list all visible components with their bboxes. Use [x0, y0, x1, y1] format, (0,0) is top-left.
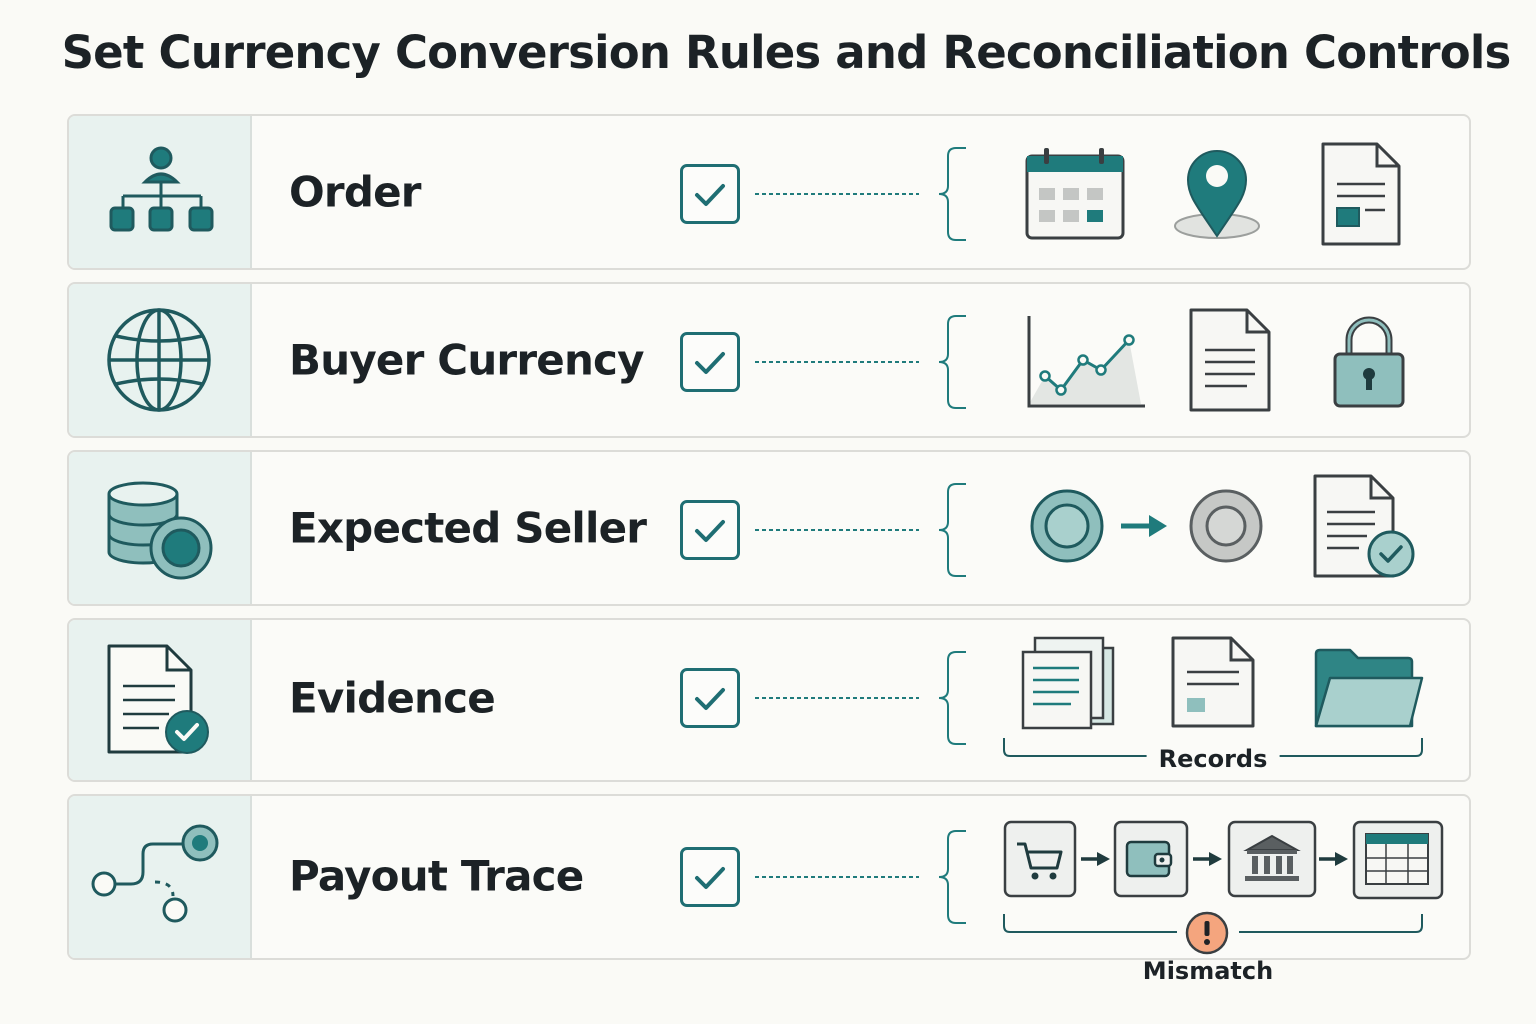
checkmark-icon: [695, 688, 725, 710]
row-icon-panel: [69, 452, 252, 604]
row-label: Expected Seller: [289, 503, 647, 553]
arrow-right-icon: [1319, 852, 1348, 866]
checkmark-icon: [695, 520, 725, 542]
arrow-right-icon: [1193, 852, 1222, 866]
database-coin-icon: [107, 481, 213, 580]
page-title: Set Currency Conversion Rules and Reconc…: [61, 26, 1512, 79]
row-checkbox[interactable]: [680, 500, 740, 560]
mismatch-bracket: [1003, 914, 1423, 933]
location-pin-icon: [1174, 150, 1260, 239]
mismatch-label: Mismatch: [1142, 957, 1274, 985]
row-icon-panel: [69, 284, 252, 436]
dotted-connector-bracket: [755, 315, 966, 409]
coin-icon: [1189, 489, 1263, 563]
document-icon: [1189, 308, 1271, 412]
row-checkbox[interactable]: [680, 668, 740, 728]
document-check-icon: [107, 644, 209, 754]
row-label: Order: [289, 167, 421, 217]
row-label: Payout Trace: [289, 851, 584, 901]
records-bracket: [1003, 738, 1423, 757]
arrow-right-icon: [1081, 852, 1110, 866]
records-label: Records: [1146, 745, 1280, 773]
globe-icon: [107, 308, 211, 412]
row-checkbox[interactable]: [680, 332, 740, 392]
cart-icon: [1003, 820, 1077, 898]
dotted-connector-bracket: [755, 483, 966, 577]
arrow-right-icon: [1121, 515, 1167, 537]
row-label: Evidence: [289, 673, 496, 723]
checkmark-icon: [695, 184, 725, 206]
document-icon: [1171, 636, 1255, 728]
dotted-connector-bracket: [755, 830, 966, 924]
padlock-icon: [1333, 316, 1405, 408]
row-icon-panel: [69, 796, 252, 958]
checkmark-icon: [695, 867, 725, 889]
row-checkbox[interactable]: [680, 847, 740, 907]
row-order: Order: [67, 114, 1471, 270]
row-icon-panel: [69, 620, 252, 780]
dotted-connector-bracket: [755, 147, 966, 241]
row-label: Buyer Currency: [289, 335, 645, 385]
warning-icon: [1185, 911, 1229, 955]
route-icon: [91, 824, 219, 923]
stacked-documents-icon: [1021, 636, 1115, 730]
row-icon-panel: [69, 116, 252, 268]
document-check-icon: [1313, 474, 1415, 578]
folder-icon: [1314, 648, 1424, 728]
dotted-connector-bracket: [755, 651, 966, 745]
ledger-table-icon: [1352, 820, 1444, 900]
calendar-icon: [1025, 148, 1125, 240]
row-expected-seller: Expected Seller: [67, 450, 1471, 606]
row-checkbox[interactable]: [680, 164, 740, 224]
row-buyer-currency: Buyer Currency: [67, 282, 1471, 438]
row-payout-trace: Payout Trace: [67, 794, 1471, 960]
line-chart-icon: [1027, 316, 1145, 408]
bank-icon: [1227, 820, 1317, 898]
org-chart-icon: [109, 146, 214, 232]
document-icon: [1321, 142, 1401, 246]
wallet-icon: [1113, 820, 1189, 898]
row-evidence: Evidence Records: [67, 618, 1471, 782]
checkmark-icon: [695, 352, 725, 374]
coin-icon: [1030, 489, 1104, 563]
